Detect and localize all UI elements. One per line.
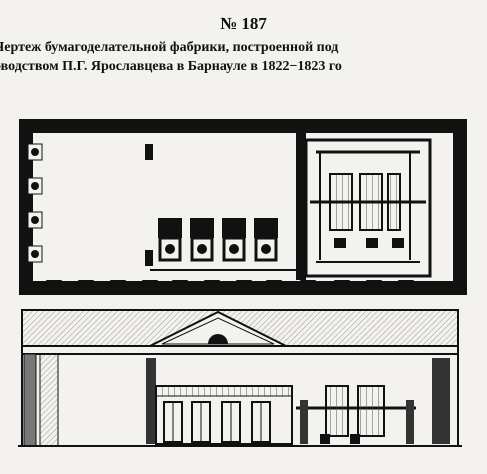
caption: Чертеж бумагоделательной фабрики, постро…	[0, 38, 487, 76]
plan-vats	[150, 218, 296, 271]
plan-left-windows	[27, 143, 43, 263]
elevation-gallery	[155, 385, 293, 445]
plan-buttresses	[46, 280, 414, 290]
caption-line-1: Чертеж бумагоделательной фабрики, постро…	[0, 40, 339, 55]
page-number: № 187	[220, 14, 267, 33]
plan-machinery	[310, 150, 426, 263]
elevation-machinery	[296, 385, 416, 444]
factory-drawing	[0, 100, 487, 474]
plan-view	[19, 119, 467, 295]
caption-line-2: оводством П.Г. Ярославцева в Барнауле в …	[0, 59, 342, 74]
factory-drawing-svg	[18, 119, 467, 447]
elevation-view	[18, 309, 462, 447]
